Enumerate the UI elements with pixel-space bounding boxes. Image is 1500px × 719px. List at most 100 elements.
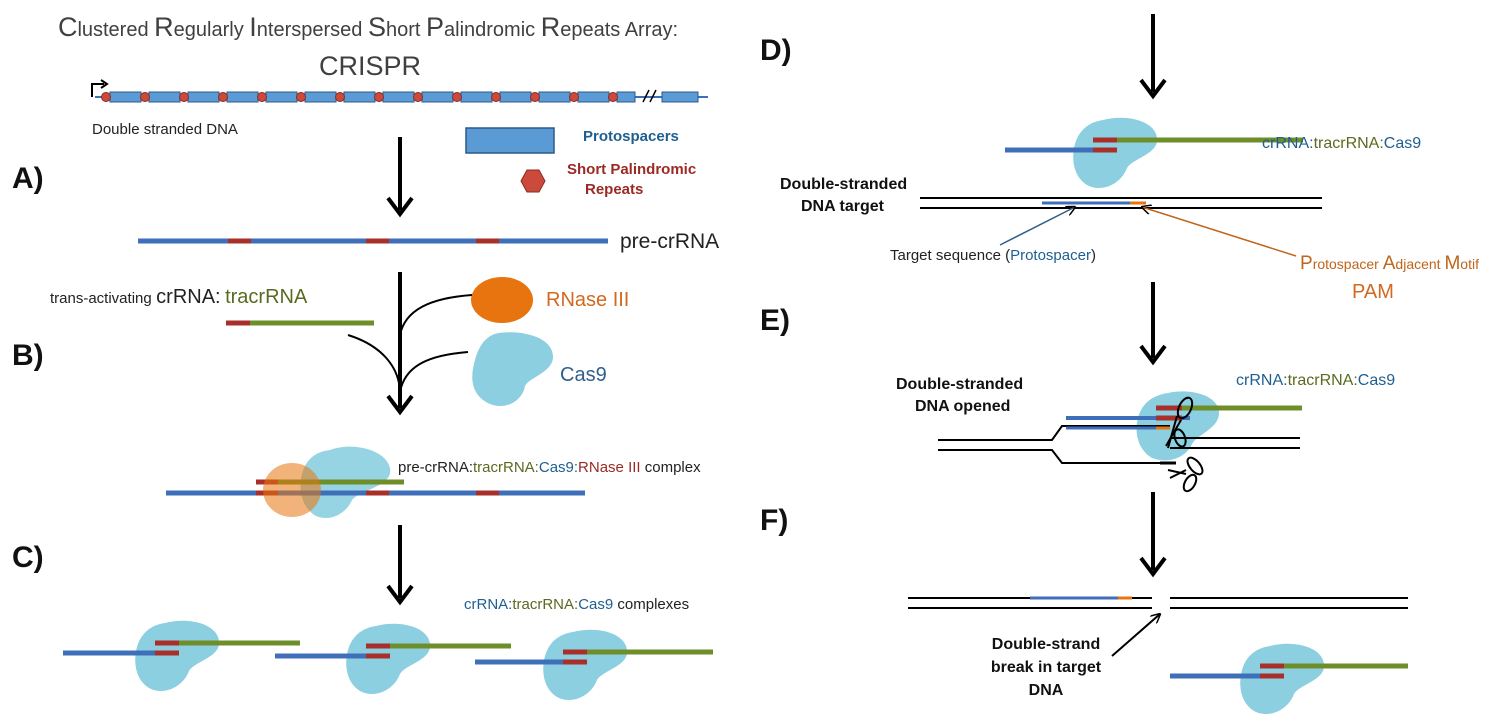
rnase-iii-label: RNase III xyxy=(546,289,629,311)
title-line2: CRISPR xyxy=(319,51,421,81)
label-part: Target sequence ( xyxy=(890,247,1010,264)
label-part: crRNA: xyxy=(1262,135,1314,152)
ds-target-label-2: DNA target xyxy=(801,198,885,215)
label-part: tracrRNA: xyxy=(1314,135,1384,152)
title-word-rest: alindromic xyxy=(444,19,541,41)
array-protospacer xyxy=(226,91,259,103)
pam-initial: M xyxy=(1444,253,1460,274)
legend-repeats-label-1: Short Palindromic xyxy=(567,161,696,178)
label-part: complex xyxy=(641,459,702,476)
label-part: RNase III xyxy=(578,459,641,476)
scissors-icon xyxy=(1165,396,1194,449)
step-e-label: E) xyxy=(760,304,790,337)
array-protospacer xyxy=(538,91,571,103)
title-word-rest: hort xyxy=(386,19,426,41)
label-part: pre-crRNA: xyxy=(398,459,473,476)
pam-word-rest: rotospacer xyxy=(1313,256,1383,272)
arrow-b-head xyxy=(386,394,414,416)
step-a-label: A) xyxy=(12,162,44,195)
opened-dna-bottom xyxy=(938,449,1160,464)
array-protospacer xyxy=(421,91,454,103)
crrna-tracrrna-cas9-complex xyxy=(1170,643,1408,714)
ds-opened-label-2: DNA opened xyxy=(915,398,1010,415)
promoter-arrow xyxy=(91,83,104,97)
array-repeat xyxy=(179,92,189,102)
crrna-tracrrna-cas9-complex xyxy=(1005,117,1303,188)
arrow-c-head xyxy=(386,584,414,606)
complexes-c xyxy=(63,620,713,700)
array-repeat xyxy=(101,92,111,102)
arrow-e-head xyxy=(1139,344,1167,366)
title-word-rest: lustered xyxy=(77,19,154,41)
merge-curve-rnase xyxy=(399,294,473,336)
title-word-rest: nterspersed xyxy=(257,19,368,41)
cas9-label: Cas9 xyxy=(560,364,607,386)
arrow-f-head xyxy=(1139,556,1167,578)
label-part: complexes xyxy=(613,596,689,613)
complex-d-label: crRNA:tracrRNA:Cas9 xyxy=(1262,135,1421,152)
title-word-rest: egularly xyxy=(174,19,250,41)
title-line1: Clustered Regularly Interspersed Short P… xyxy=(58,12,678,42)
complex-b xyxy=(166,446,585,519)
ds-opened-label-1: Double-stranded xyxy=(896,376,1023,393)
array-protospacer xyxy=(304,91,337,103)
label-part: ) xyxy=(1091,247,1096,264)
cas9-shape xyxy=(1240,643,1325,714)
scissors-icon xyxy=(1167,456,1204,493)
step-c-label: C) xyxy=(12,541,44,574)
complex-f xyxy=(1170,643,1408,714)
cas9-shape-b xyxy=(472,332,554,406)
complex-d xyxy=(1005,117,1303,188)
break-label-3: DNA xyxy=(1029,682,1064,699)
pam-full-label: Protospacer Adjacent Motif xyxy=(1300,253,1479,274)
cas9-shape xyxy=(1073,117,1158,188)
complex-b-label: pre-crRNA:tracrRNA:Cas9:RNase III comple… xyxy=(398,459,701,476)
title-initial: C xyxy=(58,12,78,42)
opened-dna-top xyxy=(938,425,1170,441)
merge-curve-cas9 xyxy=(399,351,469,393)
array-repeats xyxy=(101,92,618,102)
arrow-d-head xyxy=(1139,78,1167,100)
arrow-a-head xyxy=(386,196,414,218)
array-protospacer xyxy=(187,91,220,103)
array-protospacer xyxy=(382,91,415,103)
array-repeat xyxy=(608,92,618,102)
array-repeat xyxy=(452,92,462,102)
pam-word-rest: djacent xyxy=(1395,256,1444,272)
break-label-2: break in target xyxy=(991,659,1102,676)
pam-word-rest: otif xyxy=(1460,256,1479,272)
label-part: Cas9 xyxy=(1358,372,1395,389)
array-protospacer xyxy=(499,91,532,103)
title-initial: I xyxy=(249,12,257,42)
array-repeat xyxy=(296,92,306,102)
label-part: crRNA: xyxy=(1236,372,1288,389)
crispr-array xyxy=(91,79,708,103)
array-repeat xyxy=(569,92,579,102)
title-word-rest: epeats Array: xyxy=(560,19,678,41)
cas9-shape xyxy=(346,623,431,694)
array-repeat xyxy=(530,92,540,102)
pam-pointer xyxy=(1142,207,1297,257)
complex-e-label: crRNA:tracrRNA:Cas9 xyxy=(1236,372,1395,389)
complexes-c-label: crRNA:tracrRNA:Cas9 complexes xyxy=(464,596,689,613)
title-initial: R xyxy=(154,12,174,42)
array-repeat xyxy=(218,92,228,102)
ds-target-label-1: Double-stranded xyxy=(780,176,907,193)
legend-protospacer-icon xyxy=(465,127,555,154)
label-part: tracrRNA: xyxy=(512,596,578,613)
broken-dna xyxy=(908,596,1408,609)
array-protospacer xyxy=(661,91,699,103)
title-initial: S xyxy=(368,12,386,42)
array-protospacer xyxy=(343,91,376,103)
title-initial: P xyxy=(426,12,444,42)
label-part: crRNA: xyxy=(464,596,512,613)
break-pointer xyxy=(1111,614,1160,657)
complex-b-rnase xyxy=(263,463,321,517)
pam-label: PAM xyxy=(1352,281,1394,303)
array-repeat xyxy=(374,92,384,102)
array-repeat xyxy=(140,92,150,102)
array-repeat xyxy=(413,92,423,102)
array-repeat xyxy=(491,92,501,102)
merge-curve-tracr xyxy=(347,334,401,391)
